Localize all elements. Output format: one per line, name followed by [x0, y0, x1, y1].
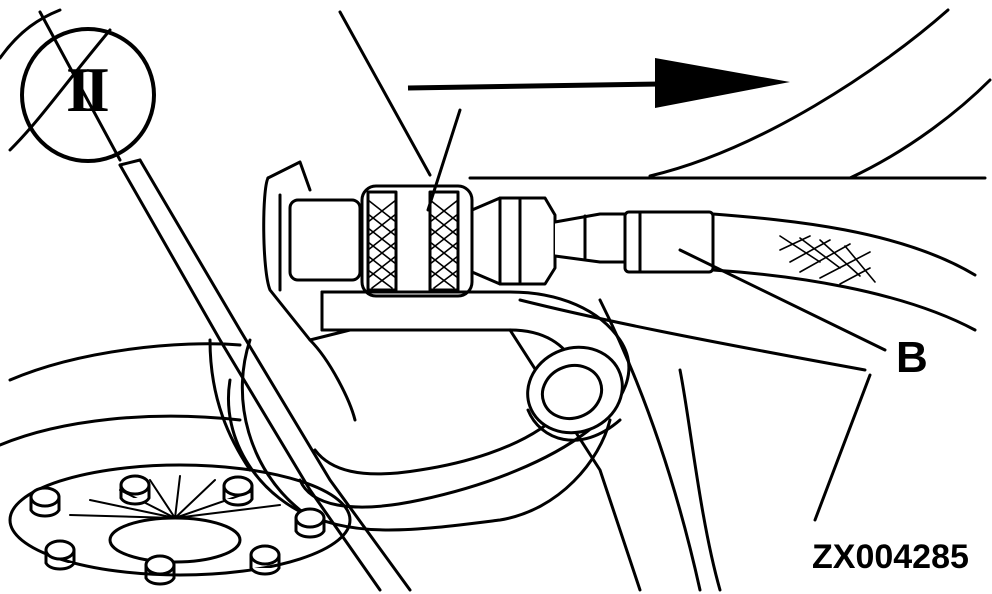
step-circle — [20, 27, 156, 163]
frame-line — [0, 8, 62, 60]
cable — [240, 338, 612, 532]
hose-fitting — [553, 212, 627, 264]
step-number-label: II — [66, 54, 110, 125]
leader-line — [426, 108, 462, 212]
dust-cap-ring-inner — [540, 364, 604, 420]
diagonal-bar-cap — [118, 158, 142, 167]
frame-line — [8, 28, 112, 152]
leader-line-b — [678, 248, 887, 352]
mounting-plate — [266, 160, 312, 192]
mounting-plate — [308, 338, 357, 422]
guide-line — [338, 10, 432, 177]
fender-curve — [648, 8, 950, 178]
tire-outline — [0, 414, 242, 447]
wheel-center — [108, 516, 242, 564]
frame-line — [38, 10, 122, 162]
mounting-plate — [262, 176, 352, 342]
figure-id-label: ZX004285 — [812, 538, 969, 576]
tire-outline — [208, 338, 252, 472]
hex-nut — [470, 196, 557, 286]
direction-arrow-icon — [407, 58, 790, 108]
panel-edge — [598, 298, 702, 592]
coupler-nipple — [288, 198, 362, 282]
leader-line-b2 — [813, 373, 872, 522]
diagonal-bar — [138, 158, 412, 592]
panel-edge — [678, 368, 722, 592]
fender-curve — [848, 78, 992, 180]
hose-ferrule — [623, 210, 715, 274]
diagonal-bar — [118, 163, 382, 592]
wheel-disc — [8, 463, 352, 577]
tire-outline — [8, 342, 242, 382]
callout-label-b: B — [896, 333, 928, 382]
hydraulic-hose — [711, 268, 977, 332]
panel-edge — [518, 298, 867, 372]
hydraulic-hose — [711, 212, 977, 277]
dust-cap-ring — [526, 345, 624, 435]
